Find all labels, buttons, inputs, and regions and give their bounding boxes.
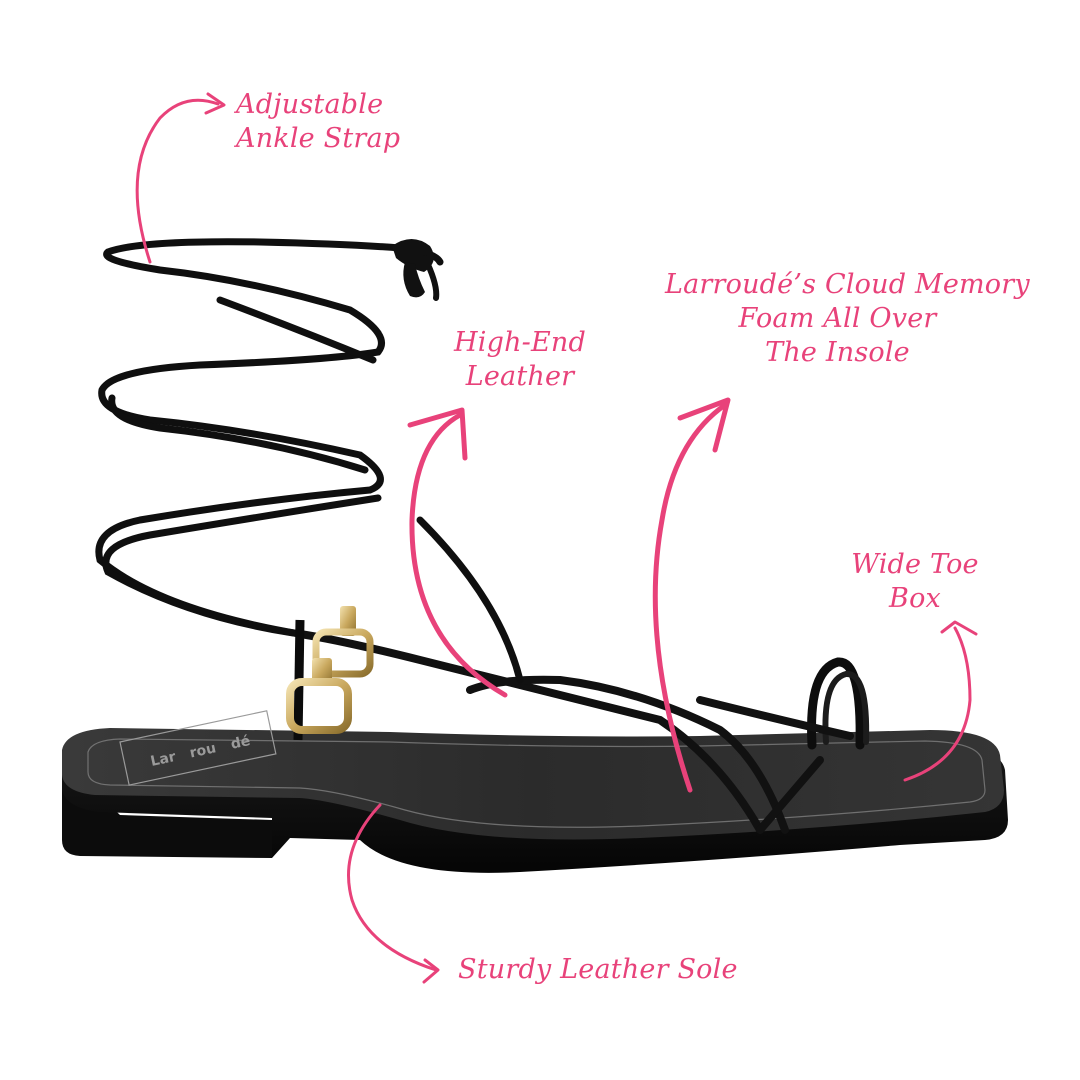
callout-ankle-strap-line2: Ankle Strap — [236, 123, 401, 154]
insole-logo-stamp: Lar rou dé — [119, 710, 277, 786]
callout-toe-box-line2: Box — [889, 583, 941, 614]
arrow-memory-foam — [652, 402, 728, 793]
arrowhead-toe-box — [940, 620, 978, 636]
callout-memory-foam: Larroudé’s Cloud Memory Foam All Over Th… — [665, 268, 1030, 370]
insole-stamp-line2: rou — [188, 740, 217, 761]
callout-memory-foam-line1: Larroudé’s Cloud Memory — [665, 269, 1030, 300]
arrow-sole — [347, 803, 438, 972]
arrowhead-memory-foam — [677, 397, 731, 453]
callout-sole: Sturdy Leather Sole — [458, 953, 738, 987]
arrowhead-sole — [422, 958, 440, 984]
arrowhead-ankle-strap — [204, 92, 226, 115]
arrow-toe-box — [903, 626, 972, 782]
callout-ankle-strap: Adjustable Ankle Strap — [236, 88, 400, 156]
sandal: Lar rou dé — [62, 238, 1008, 873]
callout-leather-line2: Leather — [465, 361, 575, 392]
insole-stamp-line3: dé — [229, 733, 251, 753]
callout-toe-box-line1: Wide Toe — [851, 549, 979, 580]
callout-leather: High-End Leather — [450, 326, 590, 394]
insole — [62, 728, 1004, 840]
ankle-lace — [95, 238, 524, 684]
callout-ankle-strap-line1: Adjustable — [236, 89, 384, 120]
insole-stitch — [87, 738, 986, 828]
callout-memory-foam-line3: The Insole — [765, 337, 910, 368]
arrow-ankle-strap — [135, 98, 220, 264]
callout-leather-line1: High-End — [454, 327, 586, 358]
ankle-knot — [392, 239, 440, 301]
arrow-leather — [409, 412, 508, 698]
callout-toe-box: Wide Toe Box — [850, 548, 980, 616]
callout-sole-line1: Sturdy Leather Sole — [458, 954, 738, 985]
gold-buckle — [286, 606, 374, 734]
toe-loop — [807, 657, 870, 750]
arrowhead-leather — [407, 407, 468, 461]
callout-arrows — [135, 92, 978, 984]
callout-memory-foam-line2: Foam All Over — [738, 303, 937, 334]
heel-block — [62, 760, 272, 858]
insole-stamp-line1: Lar — [149, 749, 177, 770]
